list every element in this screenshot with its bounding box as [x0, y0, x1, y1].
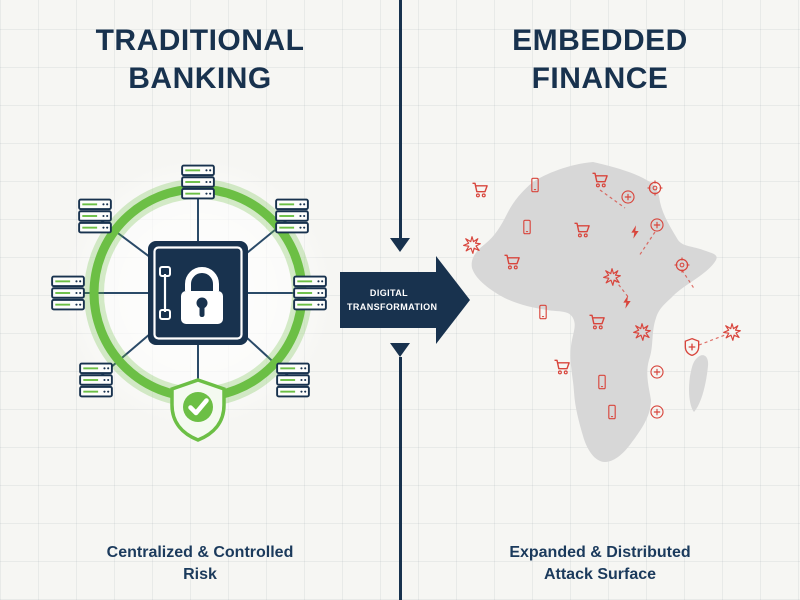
server-icon	[79, 362, 113, 398]
left-title: TRADITIONAL BANKING	[95, 24, 305, 95]
shield-check-icon	[170, 378, 226, 442]
plus-circle-icon	[650, 365, 664, 379]
center-divider-bottom	[399, 357, 402, 600]
down-arrow-icon	[390, 343, 410, 357]
cart-icon	[553, 359, 570, 375]
arrow-label: DIGITAL TRANSFORMATION	[347, 288, 438, 312]
down-arrow-icon	[390, 238, 410, 252]
server-icon	[276, 362, 310, 398]
server-icon	[275, 198, 309, 234]
server-icon	[293, 275, 327, 311]
cart-icon	[471, 182, 488, 198]
center-divider-top	[399, 0, 402, 238]
plus-circle-icon	[650, 405, 664, 419]
left-caption: Centralized & Controlled Risk	[106, 544, 294, 583]
right-caption: Expanded & Distributed Attack Surface	[509, 544, 691, 583]
traditional-banking-hub	[51, 158, 333, 442]
server-icon	[78, 198, 112, 234]
right-arrow-icon	[340, 256, 470, 344]
threat-connector-lines	[599, 189, 726, 346]
africa-silhouette	[471, 162, 717, 462]
madagascar-silhouette	[689, 355, 709, 412]
server-icon	[181, 164, 215, 200]
burst-icon	[723, 323, 741, 341]
africa-attack-map	[463, 162, 741, 462]
digital-transformation-arrow	[340, 256, 470, 344]
vault-lock-icon	[148, 241, 248, 345]
shield-plus-icon	[684, 337, 700, 357]
server-icon	[51, 275, 85, 311]
right-title: EMBEDDED FINANCE	[512, 24, 688, 95]
